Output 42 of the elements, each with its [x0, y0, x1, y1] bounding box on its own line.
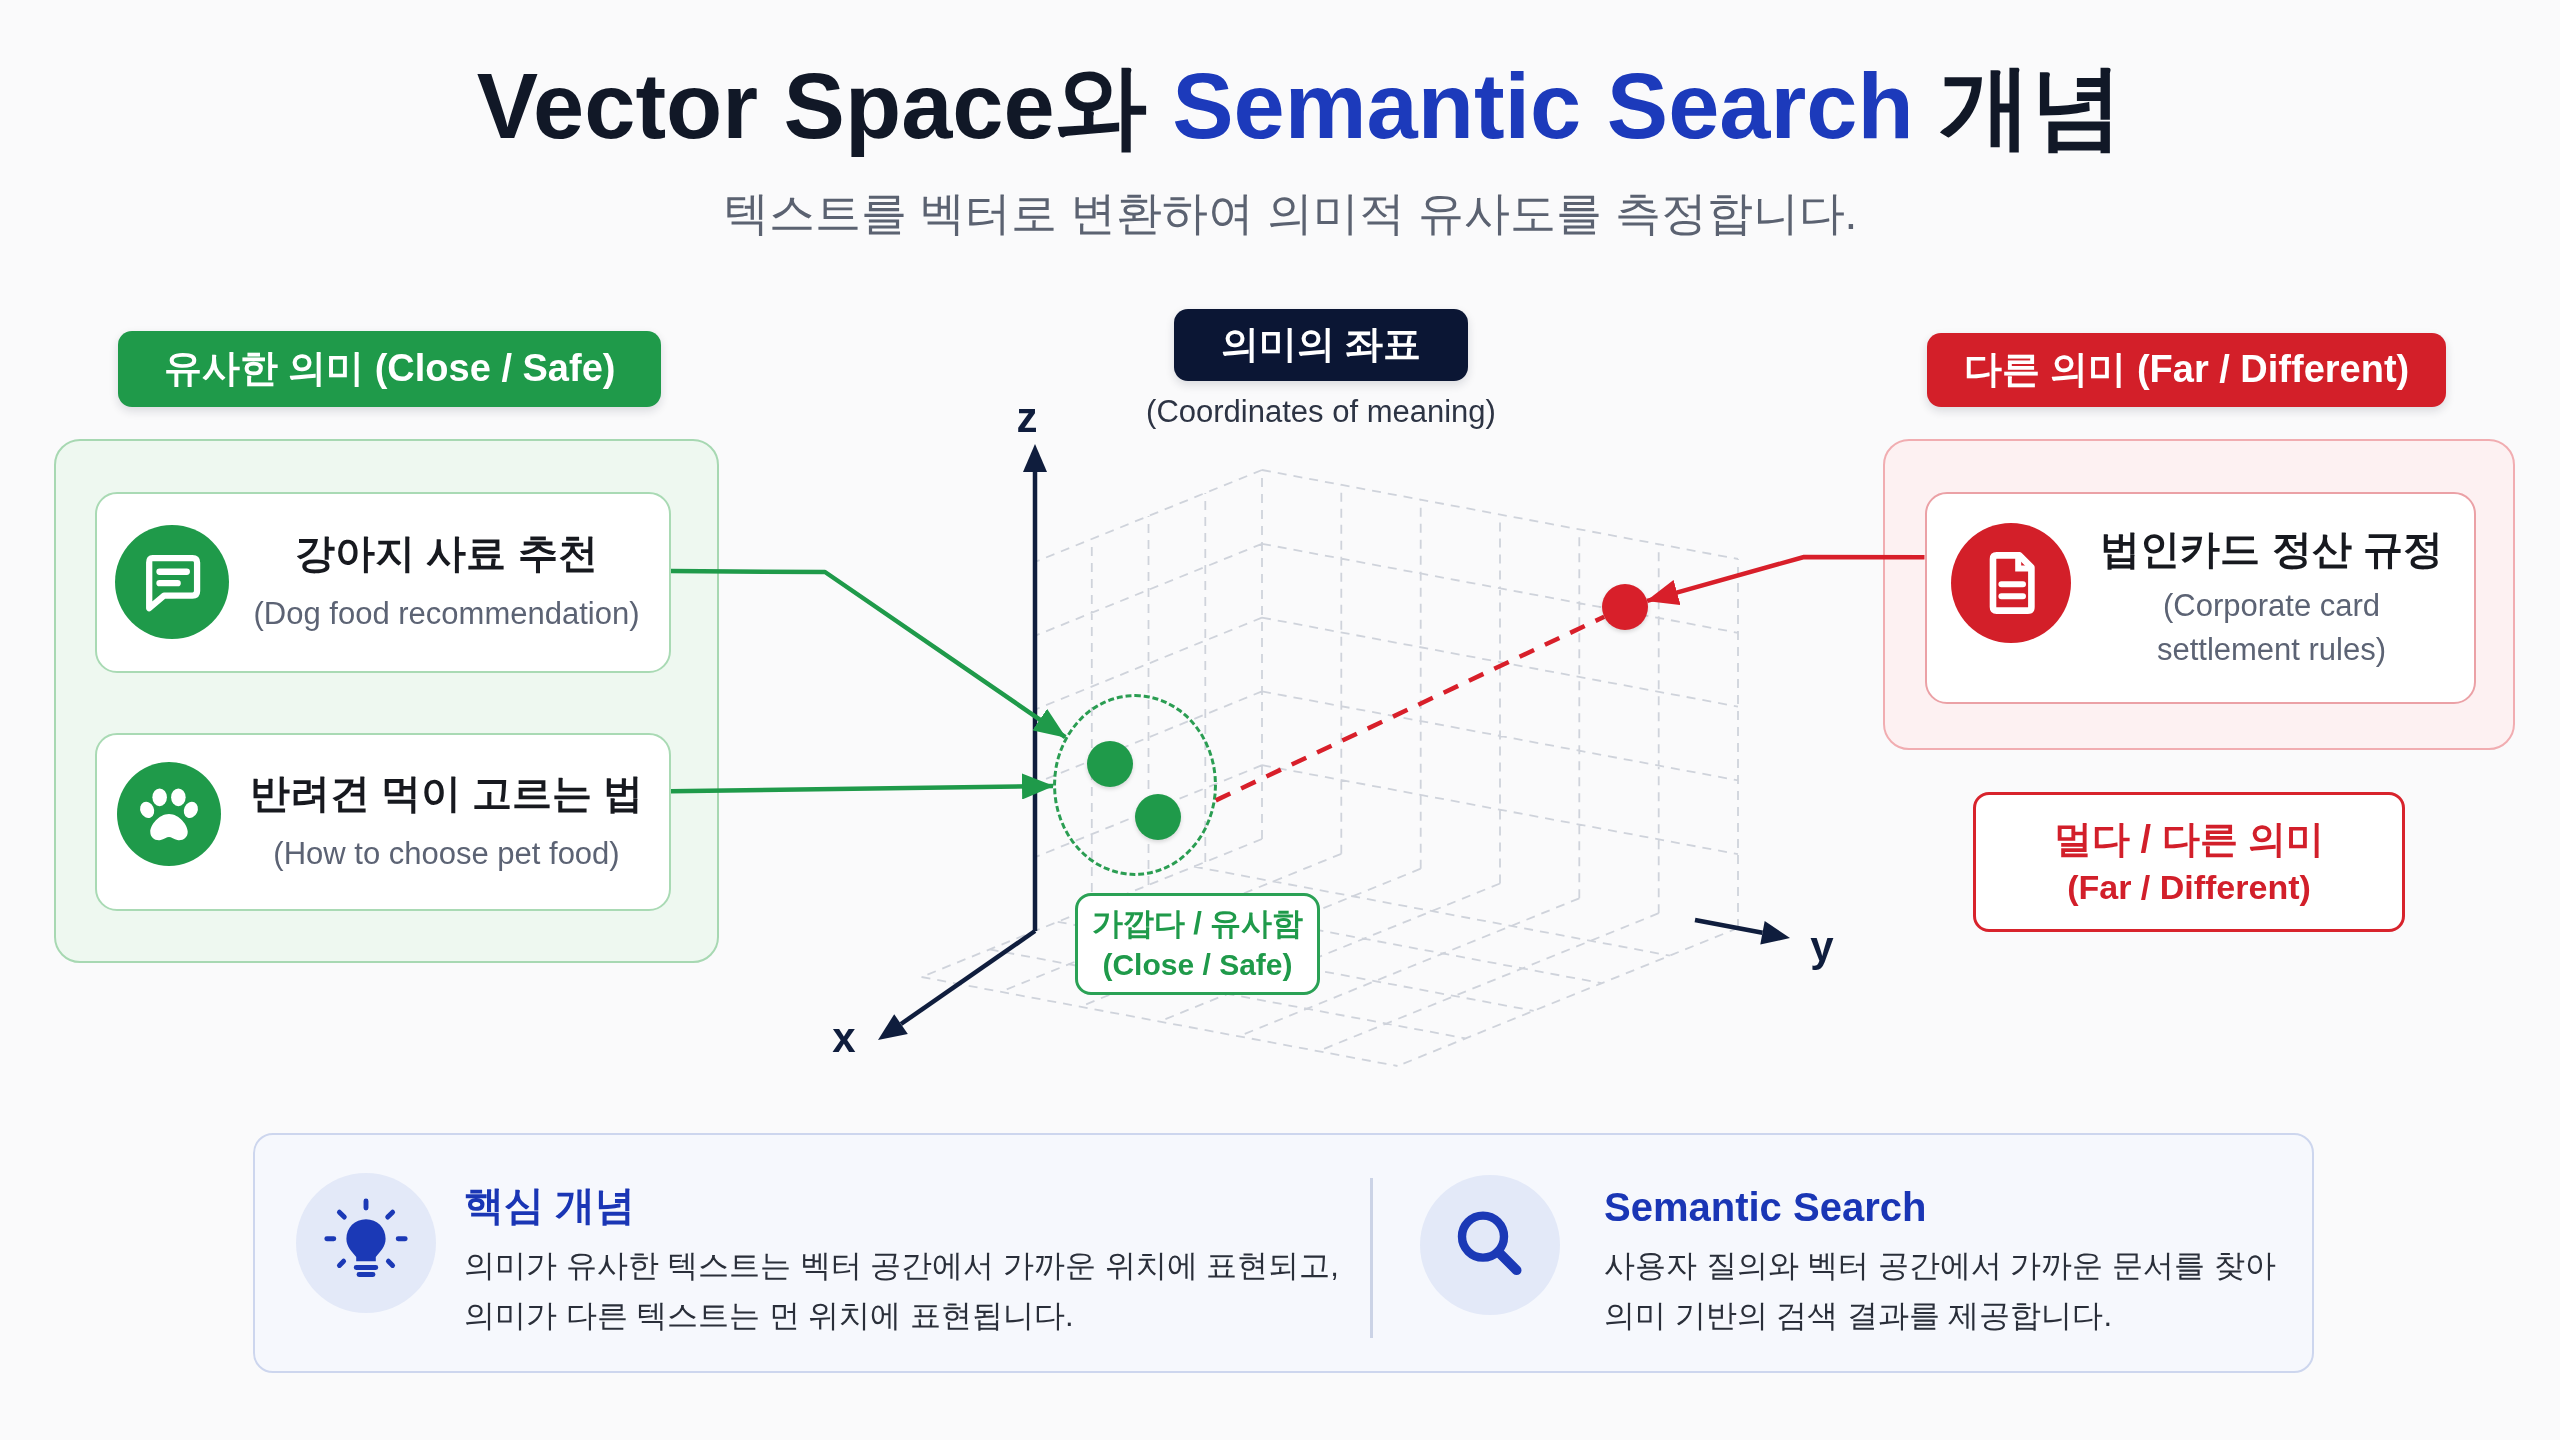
- banner-title: 의미의 좌표: [1220, 322, 1422, 368]
- data-point: [1602, 584, 1648, 630]
- banner-title: 다른 의미 (Far / Different): [1963, 347, 2410, 393]
- document-card: [94, 491, 671, 673]
- axis-label: y: [1810, 923, 1834, 971]
- annotation-title: 가깝다 / 유사함: [1091, 905, 1304, 944]
- category-banner: [1174, 309, 1468, 381]
- description-text: 의미가 유사한 텍스트는 벡터 공간에서 가까운 위치에 표현되고, 의미가 다른 텍스트는 먼 위치에 표현됩니다.: [464, 1247, 1340, 1335]
- axis-label: z: [1016, 394, 1038, 442]
- card-subtitle: (How to choose pet food): [273, 834, 620, 873]
- data-point: [1135, 794, 1181, 840]
- annotation-box: [1075, 893, 1320, 995]
- card-subtitle: (Dog food recommendation): [253, 595, 640, 634]
- document-card: [94, 732, 671, 911]
- card-title: 법인카드 정산 규정: [2100, 526, 2443, 574]
- section-heading: 핵심 개념: [464, 1182, 636, 1229]
- connector-arrow: [1646, 554, 1925, 605]
- group-panel: [54, 439, 719, 963]
- annotation-subtitle: (Far / Different): [2067, 866, 2311, 908]
- banner-title: 유사한 의미 (Close / Safe): [163, 346, 616, 392]
- axis-label: x: [832, 1014, 856, 1062]
- connector-arrow: [670, 773, 1054, 800]
- cluster-outline: [1053, 694, 1217, 876]
- info-panel: [253, 1133, 2314, 1373]
- category-banner: [118, 331, 661, 407]
- data-point: [1087, 741, 1133, 787]
- description-text: 사용자 질의와 벡터 공간에서 가까운 문서를 찾아 의미 기반의 검색 결과를 제공합니다.: [1604, 1247, 2277, 1335]
- subtitle: 텍스트를 벡터로 변환하여 의미적 유사도를 측정합니다.: [722, 186, 1858, 242]
- section-heading: Semantic Search: [1604, 1184, 1927, 1231]
- document-card: [1924, 491, 2476, 704]
- card-subtitle: (Corporate card settlement rules): [2155, 587, 2388, 669]
- annotation-title: 멀다 / 다른 의미: [2053, 817, 2325, 863]
- title: Vector Space와 Semantic Search 개념: [476, 53, 2124, 159]
- banner-caption: (Coordinates of meaning): [1146, 392, 1496, 431]
- group-panel: [1883, 439, 2515, 750]
- card-title: 반려견 먹이 고르는 법: [249, 769, 644, 817]
- category-banner: [1927, 333, 2446, 407]
- annotation-box: [1973, 792, 2405, 932]
- card-title: 강아지 사료 추천: [295, 530, 598, 578]
- connector-arrow: [670, 568, 1067, 739]
- annotation-subtitle: (Close / Safe): [1102, 946, 1293, 983]
- dashed-connector-line: [1214, 614, 1606, 803]
